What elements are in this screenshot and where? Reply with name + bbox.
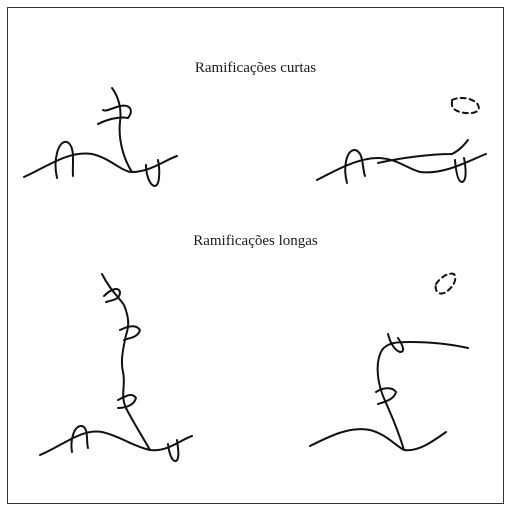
branch-loop-2: [376, 388, 396, 404]
branch-loop-2: [120, 326, 140, 340]
side-branch: [112, 88, 132, 172]
detached-branch: [452, 98, 479, 113]
loop-a: [71, 426, 88, 452]
long-branch: [378, 342, 468, 450]
main-chain: [24, 153, 177, 177]
short-branch-right: [317, 98, 486, 183]
detached-branch: [436, 274, 456, 294]
short-branch-left: [24, 88, 177, 186]
loop-a: [345, 150, 365, 183]
loop-b: [455, 158, 466, 182]
branch-loop-3: [118, 395, 136, 408]
loop-b: [168, 440, 178, 461]
loop-b: [146, 160, 159, 186]
branch-loop: [98, 106, 131, 124]
main-chain: [310, 429, 446, 450]
long-branch-right: [310, 274, 468, 451]
long-branch-left: [40, 274, 192, 461]
